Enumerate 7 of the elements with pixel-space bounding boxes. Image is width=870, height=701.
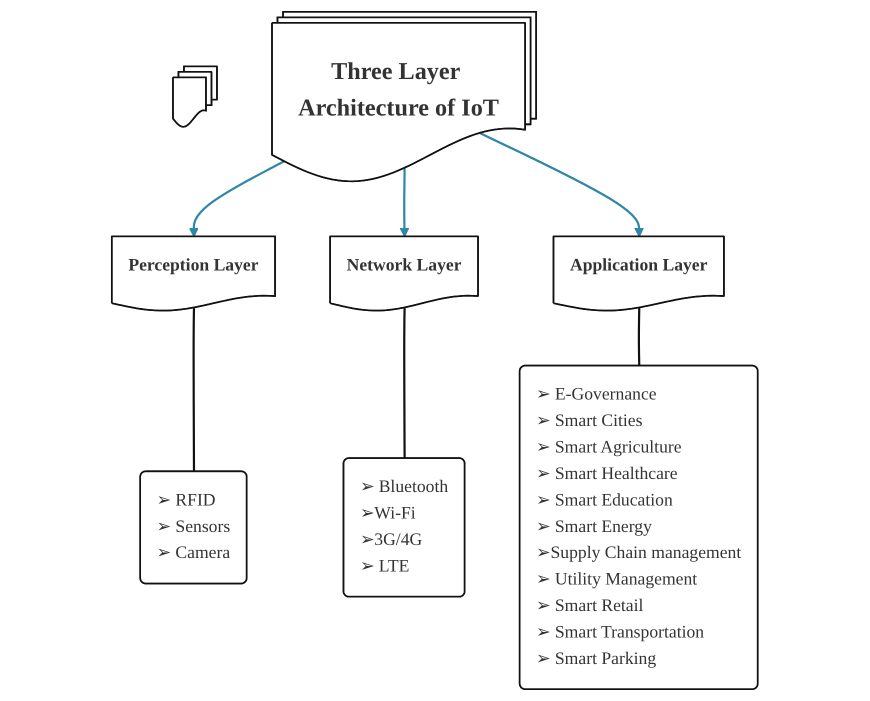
connector [192, 308, 196, 472]
connector [403, 308, 406, 459]
arrow [400, 168, 410, 238]
arrow [189, 160, 285, 238]
connector [638, 308, 641, 366]
diagram: Three Layer Architecture of IoT Perception Layer Network Layer Application Layer ➢ RFID ➢ Sensors ➢ Camera ➢ Bluetooth ➢Wi-Fi ➢3G/4G ➢ LTE ➢ E-Governance ➢ Smart Cities ➢ Smart Agriculture ➢ Smart Healthcare ➢ Smart Education ➢ Smart Energy ➢Supply Chain management ➢ Utility Management ➢ Smart Retail ➢ Smart Transportation ➢ Smart Parking [103, 3, 767, 698]
arrow [480, 132, 644, 238]
